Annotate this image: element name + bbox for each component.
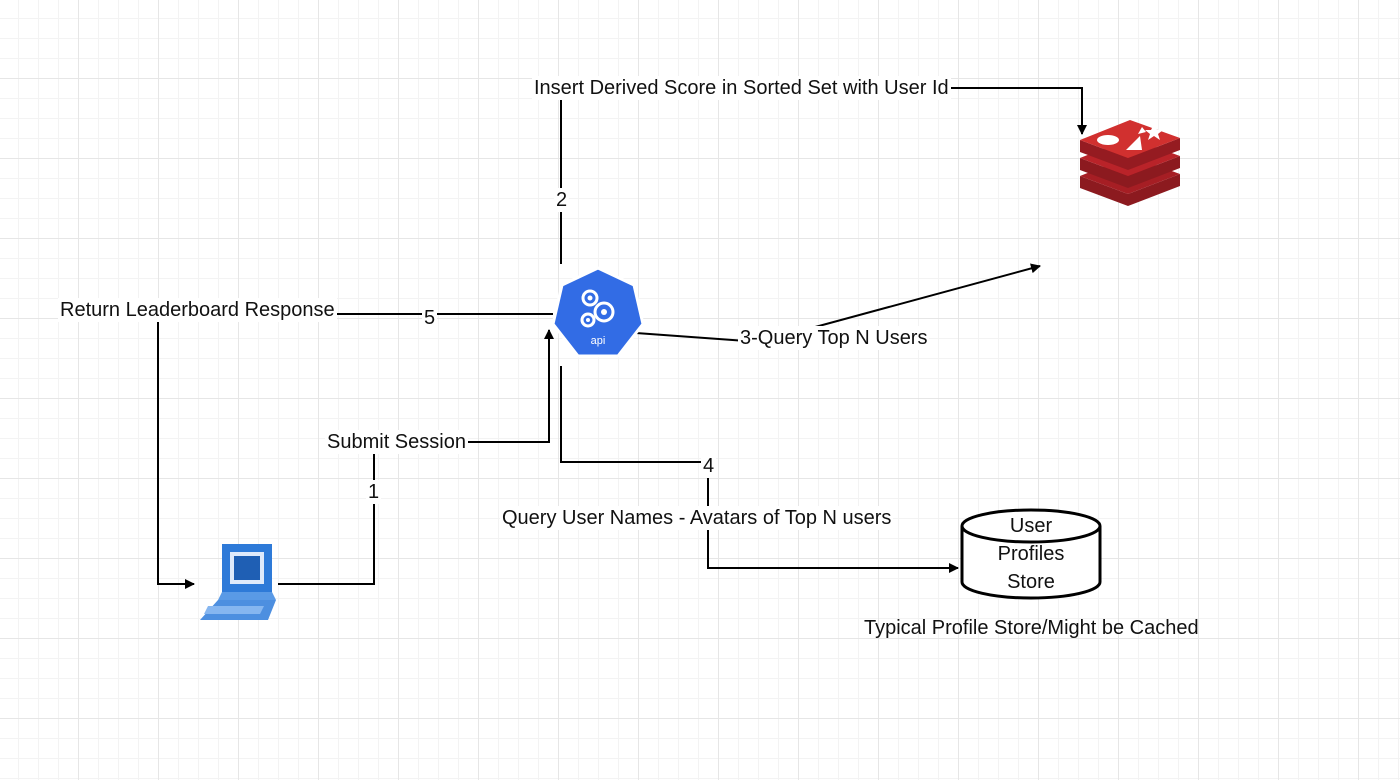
edge-submit-session[interactable] [278, 329, 554, 585]
laptop-icon[interactable] [200, 544, 276, 620]
query-user-names-label: Query User Names - Avatars of Top N user… [500, 506, 894, 530]
user-profiles-store-label: User Profiles Store [997, 515, 1065, 593]
edge-query-user-names[interactable] [560, 366, 959, 573]
step-5-label: 5 [422, 306, 438, 330]
redis-icon[interactable] [1080, 120, 1180, 206]
edge-insert-score[interactable] [560, 87, 1087, 264]
kubernetes-api-icon[interactable]: api [551, 266, 645, 358]
api-label: api [591, 335, 606, 347]
database-cylinder-icon[interactable] [960, 508, 1102, 600]
insert-score-label: Insert Derived Score in Sorted Set with … [532, 76, 951, 100]
profile-store-caption: Typical Profile Store/Might be Cached [864, 617, 1199, 639]
query-top-n-label: 3-Query Top N Users [738, 326, 930, 350]
step-4-label: 4 [701, 454, 717, 478]
submit-session-label: Submit Session [325, 430, 468, 454]
step-2-label: 2 [554, 188, 570, 212]
edge-return-response[interactable] [157, 313, 553, 589]
return-response-label: Return Leaderboard Response [58, 298, 337, 322]
step-1-label: 1 [366, 480, 382, 504]
